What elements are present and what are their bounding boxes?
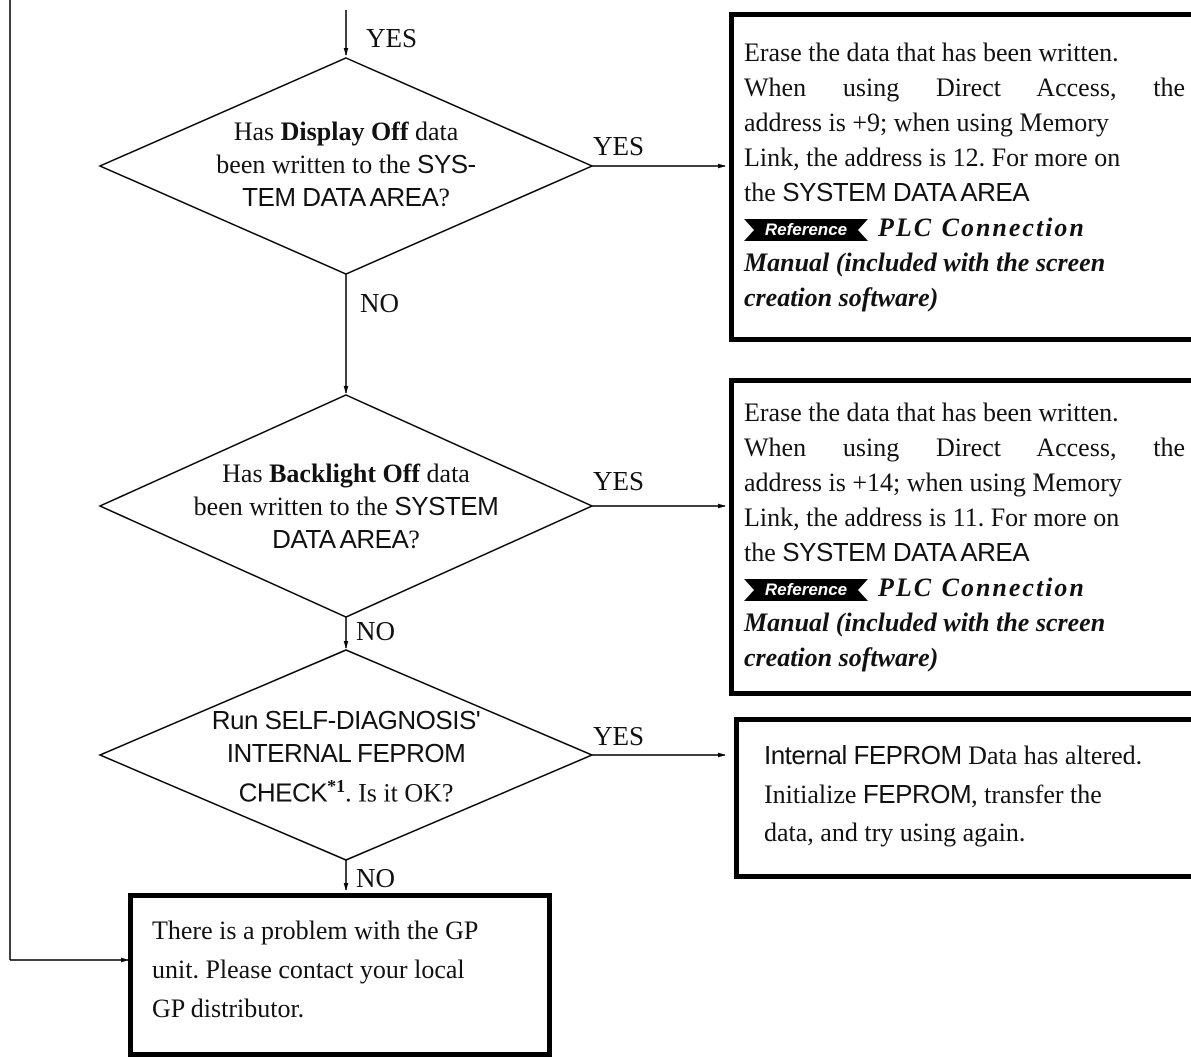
yes-label-backlight-off: YES (593, 466, 645, 496)
decision-text-feprom-check: Run SELF-DIAGNOSIS' INTERNAL FEPROM CHEC… (211, 705, 481, 808)
no-label-display-off: NO (360, 288, 399, 318)
yes-label-feprom-check: YES (593, 721, 645, 751)
no-label-feprom-check: NO (356, 863, 395, 893)
action-box-erase-backlight: Erase the data that has been written. Wh… (729, 378, 1191, 696)
no-label-backlight-off: NO (356, 616, 395, 646)
terminal-box-contact-distributor: There is a problem with the GP unit. Ple… (128, 893, 552, 1057)
decision-text-display-off: Has Display Off data been written to the… (216, 117, 476, 212)
reference-badge: Reference (744, 579, 868, 602)
yes-label-display-off: YES (593, 131, 645, 161)
reference-badge: Reference (744, 219, 868, 242)
action-box-feprom-altered: Internal FEPROM Data has altered. Initia… (734, 717, 1191, 879)
decision-text-backlight-off: Has Backlight Off data been written to t… (193, 459, 499, 554)
action-box-erase-display: Erase the data that has been written. Wh… (729, 12, 1191, 342)
yes-label-entry: YES (366, 23, 418, 53)
